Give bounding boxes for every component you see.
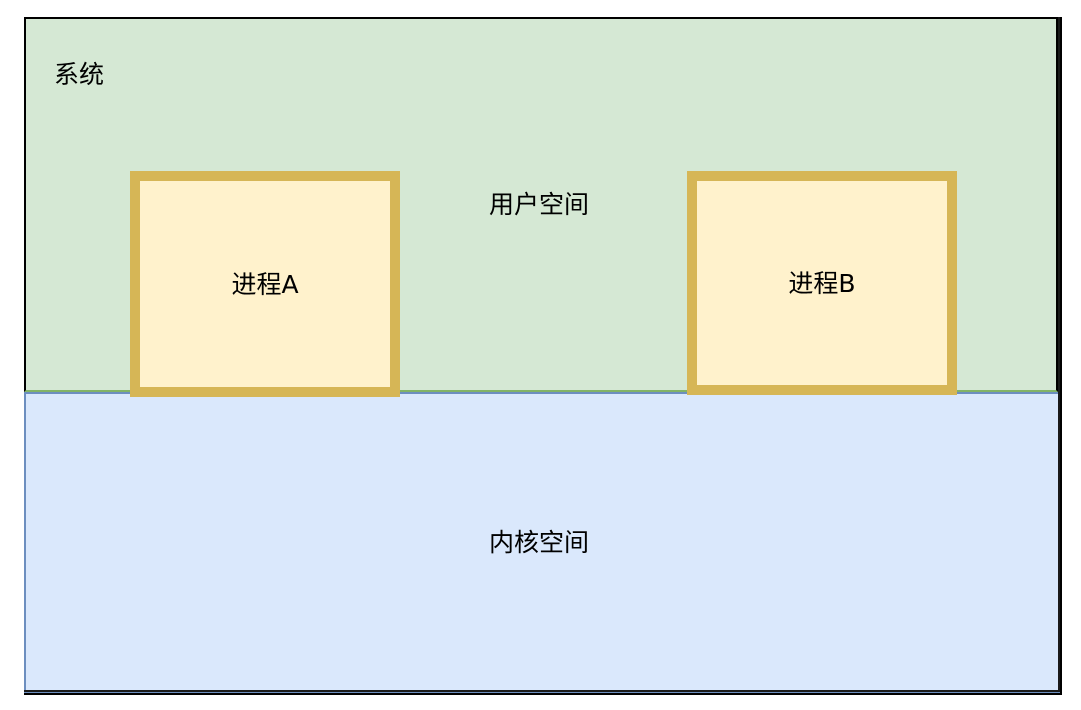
process-b-box: 进程B — [687, 171, 957, 395]
system-box-bottom-edge — [24, 690, 1060, 692]
process-a-box: 进程A — [130, 171, 400, 397]
kernel-space-region — [24, 392, 1060, 693]
kernel-space-label: 内核空间 — [489, 528, 590, 557]
process-b-label: 进程B — [788, 268, 856, 298]
process-a-label: 进程A — [231, 269, 299, 299]
system-label: 系统 — [54, 60, 105, 89]
user-space-label: 用户空间 — [489, 190, 590, 219]
system-box-right-edge — [1058, 17, 1060, 692]
